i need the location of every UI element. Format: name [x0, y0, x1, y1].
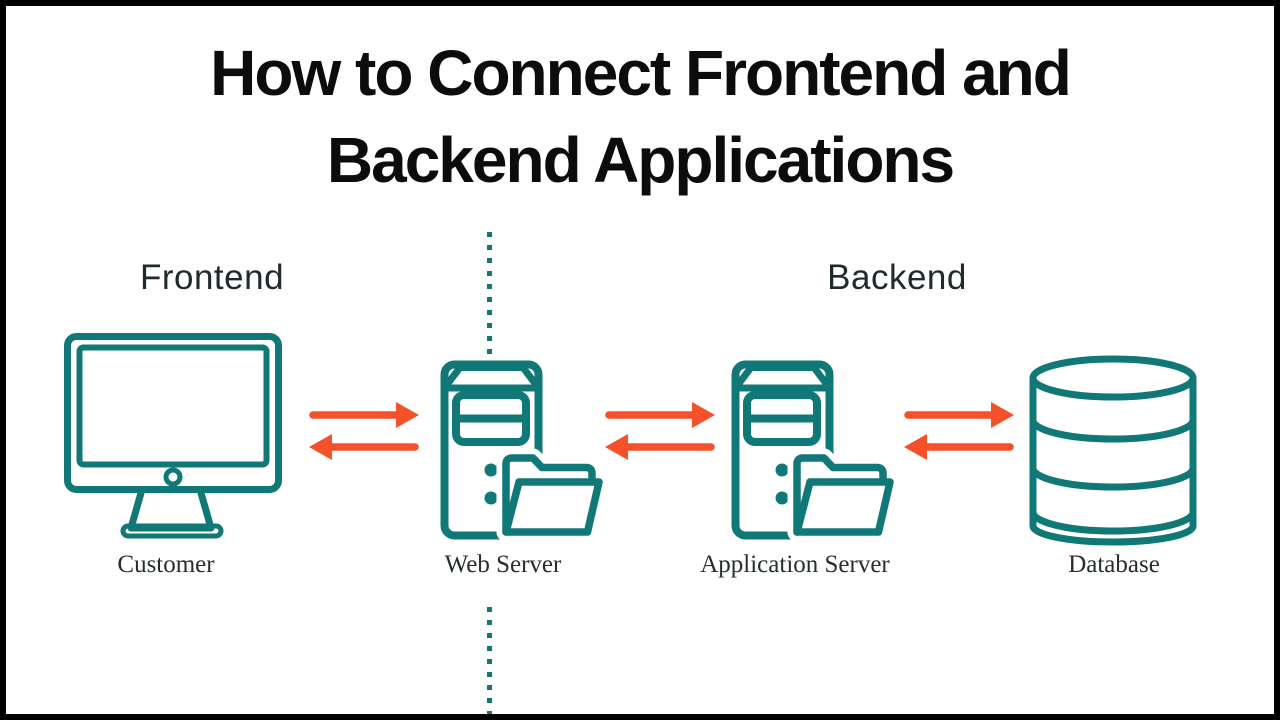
title-line-2: Backend Applications — [326, 124, 955, 196]
backend-section-label: Backend — [827, 258, 967, 297]
server-folder-icon — [440, 360, 604, 542]
frontend-backend-divider-bottom — [487, 607, 492, 714]
bidirectional-arrows — [904, 402, 1014, 460]
frontend-backend-divider-top — [487, 232, 492, 355]
bidirectional-arrows — [605, 402, 715, 460]
bidirectional-arrows — [309, 402, 419, 460]
node-label-database: Database — [1068, 551, 1160, 578]
frontend-section-label: Frontend — [139, 258, 285, 297]
page-title: How to Connect Frontend and Backend Appl… — [6, 30, 1274, 204]
node-label-customer: Customer — [117, 551, 215, 578]
monitor-icon — [64, 333, 282, 539]
node-label-application-server: Application Server — [700, 551, 890, 578]
database-icon — [1029, 355, 1197, 546]
node-label-web-server: Web Server — [444, 551, 562, 578]
title-line-1: How to Connect Frontend and — [210, 37, 1072, 109]
server-folder-icon — [731, 360, 895, 542]
